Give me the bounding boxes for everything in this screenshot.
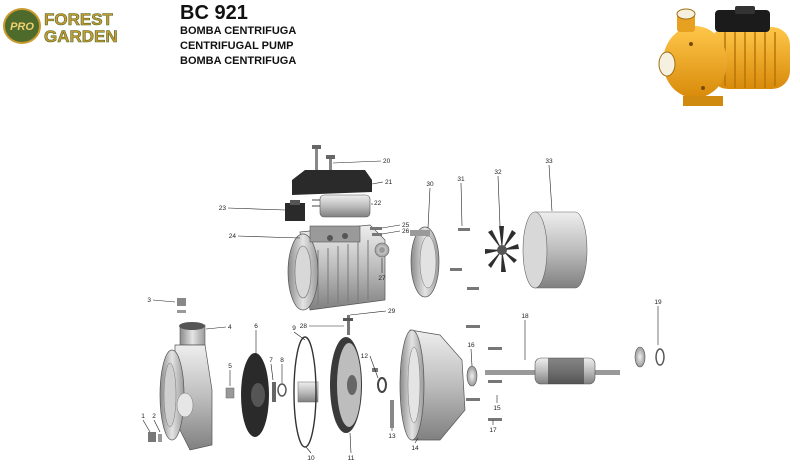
callout-26: 26 <box>402 228 410 235</box>
leader-line-31 <box>460 182 463 227</box>
leader-line-12 <box>369 355 379 379</box>
part-11-diffuser <box>330 337 362 433</box>
part-6-impeller <box>241 353 269 437</box>
callout-6: 6 <box>254 323 258 330</box>
callout-29: 29 <box>388 308 396 315</box>
callout-9: 9 <box>292 325 296 332</box>
leader-line-9 <box>293 331 306 341</box>
callout-19: 19 <box>654 299 662 306</box>
part-18-rotor-shaft <box>485 357 620 385</box>
subtitle-es: BOMBA CENTRIFUGA <box>180 25 297 37</box>
part-7-8-parts <box>272 382 287 402</box>
leader-line-10 <box>305 446 312 454</box>
callout-33: 33 <box>545 158 553 165</box>
leader-line-2 <box>153 419 161 433</box>
callout-22: 22 <box>374 200 382 207</box>
part-22-capacitor <box>312 194 371 218</box>
leader-line-3 <box>152 299 176 303</box>
part-33-fan-cover <box>522 211 588 289</box>
part-14-bracket <box>399 329 466 441</box>
leader-line-26 <box>381 230 401 235</box>
callout-23: 23 <box>219 205 227 212</box>
header: BC 921 BOMBA CENTRIFUGA CENTRIFUGAL PUMP… <box>180 2 296 69</box>
logo-line1: FOREST <box>44 10 114 29</box>
callout-20: 20 <box>383 158 391 165</box>
callout-18: 18 <box>521 313 529 320</box>
part-27-gland <box>374 242 390 258</box>
leader-line-29 <box>349 310 387 316</box>
leader-line-14 <box>414 437 419 444</box>
part-20-screws <box>312 145 335 180</box>
callout-24: 24 <box>229 233 237 240</box>
part-23-terminal-block <box>285 200 305 221</box>
part-31-screws <box>450 228 479 290</box>
callout-10: 10 <box>307 455 315 462</box>
logo-line2: GARDEN <box>44 27 118 46</box>
part-30-rear-cover <box>410 226 440 298</box>
leader-line-1 <box>142 419 151 433</box>
leader-line-16 <box>470 348 473 367</box>
part-32-fan <box>485 226 519 272</box>
part-16-19-bearing <box>634 346 665 368</box>
callout-30: 30 <box>426 181 434 188</box>
part-21-cover <box>292 170 372 195</box>
part-5-nut <box>225 387 235 399</box>
leader-line-20 <box>332 160 382 164</box>
callout-15: 15 <box>493 405 501 412</box>
product-photo <box>658 6 790 106</box>
callout-25: 25 <box>402 222 410 229</box>
callout-17: 17 <box>489 427 497 434</box>
leader-line-33 <box>548 164 553 212</box>
callout-14: 14 <box>411 445 419 452</box>
leader-line-11 <box>349 432 352 454</box>
part-10-o-ring <box>293 336 317 448</box>
callout-1: 1 <box>141 413 145 420</box>
callout-32: 32 <box>494 169 502 176</box>
part-28-29-pins <box>343 315 353 335</box>
callout-2: 2 <box>152 413 156 420</box>
callout-13: 13 <box>388 433 396 440</box>
part-1-drain-plug <box>148 432 162 442</box>
callout-31: 31 <box>457 176 465 183</box>
leader-line-21 <box>371 181 384 185</box>
callout-21: 21 <box>385 179 393 186</box>
callout-16: 16 <box>467 342 475 349</box>
callout-8: 8 <box>280 357 284 364</box>
part-4-pump-casing <box>159 322 213 451</box>
logo-badge-text: PRO <box>10 21 34 33</box>
leader-line-25 <box>381 224 401 229</box>
leader-line-23 <box>227 207 286 211</box>
leader-line-4 <box>205 326 227 330</box>
part-9-sleeve <box>297 381 319 403</box>
callout-11: 11 <box>348 455 355 462</box>
leader-line-7 <box>270 363 274 381</box>
part-15-17-bolts <box>466 325 502 421</box>
part-2-3-plugs <box>177 298 186 313</box>
callout-12: 12 <box>361 353 369 360</box>
callout-5: 5 <box>228 363 232 370</box>
subtitle-pt: BOMBA CENTRIFUGA <box>180 55 297 67</box>
callout-7: 7 <box>269 357 273 364</box>
model-title: BC 921 <box>180 2 248 24</box>
callout-4: 4 <box>228 324 232 331</box>
part-24-motor-housing <box>287 224 386 311</box>
part-13-bolt <box>390 400 394 428</box>
callout-28: 28 <box>300 323 308 330</box>
leader-line-30 <box>427 187 431 229</box>
callout-27: 27 <box>378 275 386 282</box>
part-25-26-screws <box>370 227 382 236</box>
brand-logo: PRO FOREST GARDEN <box>2 6 162 46</box>
leader-line-32 <box>497 175 501 227</box>
callout-3: 3 <box>147 297 151 304</box>
part-12-seal <box>372 368 387 393</box>
subtitle-en: CENTRIFUGAL PUMP <box>180 40 294 52</box>
leader-line-24 <box>237 235 301 239</box>
